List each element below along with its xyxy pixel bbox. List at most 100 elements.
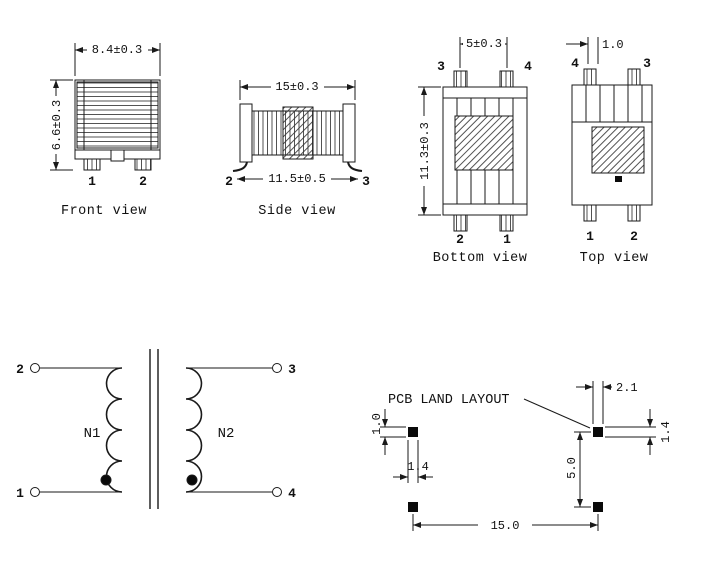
front-height-dimension: 6.6±0.3 (50, 79, 73, 171)
front-center-tab (110, 149, 125, 162)
pcb-land-layout: PCB LAND LAYOUT 2.1 1.4 (370, 381, 673, 533)
bottom-pin-top-right (499, 70, 514, 88)
side-lead-left (232, 161, 248, 172)
pcb-dim-5-0-label: 5.0 (565, 457, 579, 479)
pcb-pad-height-dimension-left: 1.0 (370, 409, 406, 455)
pcb-pad-top-left (408, 427, 418, 437)
side-lead-span-dimension: 11.5±0.5 (237, 172, 358, 186)
front-height-dim-label: 6.6±0.3 (50, 100, 64, 150)
side-width-dimension: 15±0.3 (239, 80, 356, 100)
arrow-left (75, 47, 83, 53)
pcb-pad-top-right (593, 427, 603, 437)
arrow-right (580, 41, 588, 47)
bottom-pin-label-3: 3 (437, 59, 445, 74)
bottom-height-dimension: 11.3±0.3 (418, 86, 441, 216)
front-width-dimension: 8.4±0.3 (74, 43, 161, 76)
terminal-label-2: 2 (16, 362, 24, 377)
polarity-dot-primary (100, 474, 112, 486)
side-view: 15±0.3 11.5±0.5 2 3 Side view (225, 80, 370, 219)
front-view: 8.4±0.3 6.6±0.3 1 2 Front view (50, 43, 161, 219)
bottom-core-hatch (454, 115, 514, 171)
arrow-up (382, 437, 388, 445)
side-lead-right (347, 161, 363, 172)
bottom-pin-pitch-dim-label: 5±0.3 (466, 37, 502, 51)
top-pin-top-left (583, 68, 597, 86)
schematic: 2 1 3 4 N1 N2 (16, 349, 296, 509)
bottom-pin-label-2: 2 (456, 232, 464, 247)
pcb-vertical-pitch-dimension: 5.0 (565, 431, 591, 508)
arrow-down (647, 419, 653, 427)
arrow-right (347, 84, 355, 90)
terminal-circle-2 (30, 363, 40, 373)
pcb-dim-15-0-label: 15.0 (491, 519, 520, 533)
top-pin-width-dim-label: 1.0 (602, 38, 624, 52)
arrow-up (647, 437, 653, 445)
polarity-dot-secondary (186, 474, 198, 486)
bottom-view: 5±0.3 3 4 11.3±0.3 2 1 Bottom view (418, 37, 532, 266)
pcb-pad-width-dimension-left: 1.4 (393, 440, 433, 483)
front-pin-2 (134, 158, 152, 171)
top-pin-top-right (627, 68, 641, 86)
arrow-down (53, 162, 59, 170)
arrow-down (382, 419, 388, 427)
top-pin-label-3: 3 (643, 56, 651, 71)
top-pin-width-dimension: 1.0 (566, 37, 624, 64)
top-polarity-mark (615, 176, 622, 182)
front-view-caption: Front view (61, 204, 147, 219)
side-core-hatch (282, 106, 314, 160)
pcb-dim-1-4-right-label: 1.4 (659, 421, 673, 443)
front-width-dim-label: 8.4±0.3 (92, 43, 142, 57)
arrow-up (53, 80, 59, 88)
arrow-down (577, 499, 583, 507)
pcb-layout-title: PCB LAND LAYOUT (388, 393, 510, 408)
bottom-pin-label-1: 1 (503, 232, 511, 247)
arrow-left (603, 384, 611, 390)
arrow-right (152, 47, 160, 53)
front-pin-label-2: 2 (139, 174, 147, 189)
bottom-pin-bottom-left (453, 214, 468, 232)
terminal-circle-4 (272, 487, 282, 497)
pcb-dim-1-0-label: 1.0 (370, 413, 384, 435)
bottom-pin-bottom-right (499, 214, 514, 232)
terminal-label-1: 1 (16, 486, 24, 501)
arrow-left (418, 474, 426, 480)
pcb-pad-width-dimension-top-right: 2.1 (576, 381, 638, 424)
terminal-label-3: 3 (288, 362, 296, 377)
arrow-down (421, 207, 427, 215)
terminal-circle-1 (30, 487, 40, 497)
arrow-left (240, 84, 248, 90)
secondary-coil (185, 367, 203, 493)
arrow-up (577, 432, 583, 440)
terminal-label-4: 4 (288, 486, 296, 501)
arrow-up (421, 87, 427, 95)
arrow-right (350, 176, 358, 182)
arrow-left (237, 176, 245, 182)
top-pin-bottom-left (583, 204, 597, 222)
front-pin-label-1: 1 (88, 174, 96, 189)
top-pin-label-4: 4 (571, 56, 579, 71)
leader-line (523, 398, 591, 429)
top-view: 1.0 4 3 1 2 Top view (566, 37, 653, 266)
side-view-caption: Side view (258, 204, 335, 219)
side-pin-label-3: 3 (362, 174, 370, 189)
primary-winding-label: N1 (84, 426, 101, 442)
arrow-right (590, 522, 598, 528)
secondary-winding-label: N2 (218, 426, 235, 442)
side-width-dim-label: 15±0.3 (275, 80, 318, 94)
top-pin-label-2: 2 (630, 229, 638, 244)
terminal-circle-3 (272, 363, 282, 373)
bottom-pin-top-left (453, 70, 468, 88)
bottom-pin-label-4: 4 (524, 59, 532, 74)
arrow-left (413, 522, 421, 528)
front-winding-laminations (76, 81, 159, 149)
primary-coil (105, 367, 123, 493)
arrow-right (400, 474, 408, 480)
top-pin-label-1: 1 (586, 229, 594, 244)
front-pin-1 (83, 158, 101, 171)
side-lead-span-dim-label: 11.5±0.5 (268, 172, 326, 186)
bottom-pin-pitch-dimension: 5±0.3 (459, 37, 508, 68)
pcb-pad-bottom-left (408, 502, 418, 512)
top-view-caption: Top view (580, 251, 649, 266)
pcb-horizontal-pitch-dimension: 15.0 (412, 514, 599, 533)
